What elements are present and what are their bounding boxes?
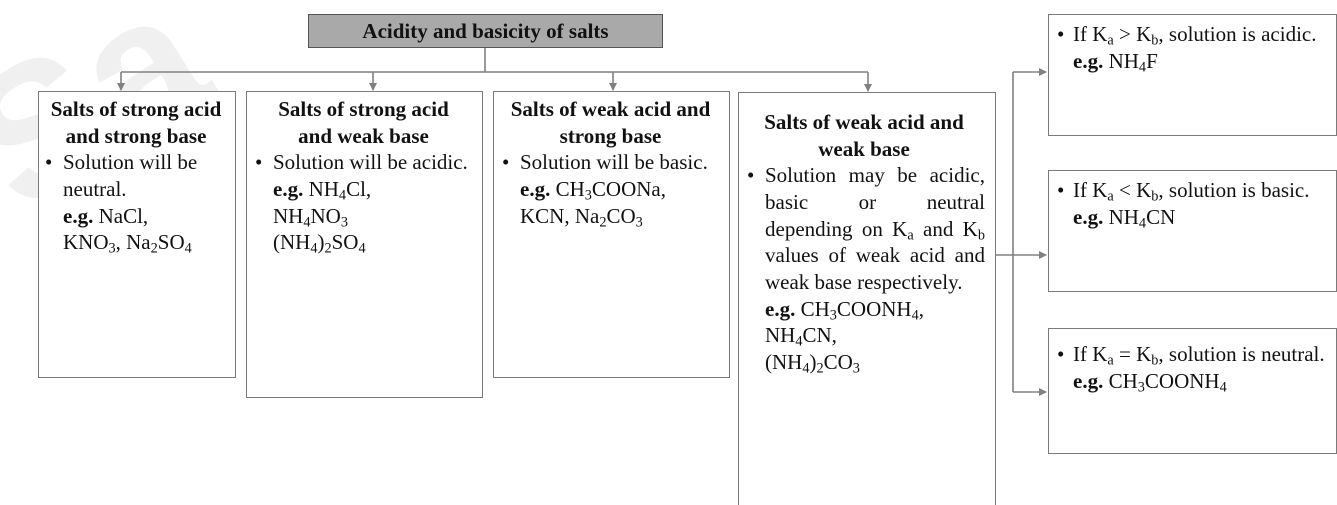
eg-label: e.g. — [765, 296, 796, 321]
example-formula: NH4Cl, — [308, 176, 372, 204]
category-box-weak-acid-strong-base: Salts of weak acid and strong base Solut… — [493, 91, 730, 378]
category-bullet: Solution will be basic. — [498, 149, 723, 176]
example-formula: CH3COONa, — [555, 176, 666, 204]
category-heading: Salts of weak acid and weak base — [764, 110, 964, 161]
condition-box-acidic: If Ka > Kb, solution is acidic. e.g. NH4… — [1048, 14, 1337, 136]
example-formula: NH4F — [1108, 48, 1158, 76]
category-box-strong-acid-weak-base: Salts of strong acid and weak base Solut… — [246, 91, 483, 398]
diagram-title: Acidity and basicity of salts — [308, 14, 663, 48]
category-heading: Salts of weak acid and strong base — [510, 97, 711, 148]
example-formula: NaCl, — [98, 203, 149, 228]
category-bullet: Solution may be acidic, basic or neutral… — [743, 162, 985, 295]
example-formula: NH4CN, — [765, 323, 837, 350]
category-box-weak-acid-weak-base: Salts of weak acid and weak base Solutio… — [738, 92, 996, 505]
condition-example: e.g. NH4CN — [1053, 204, 1332, 231]
category-examples: e.g. CH3COONa, KCN, Na2CO3 — [498, 176, 723, 229]
category-heading: Salts of strong acid and strong base — [50, 97, 222, 148]
condition-text: If Ka < Kb, solution is basic. — [1053, 177, 1332, 204]
condition-text: If Ka = Kb, solution is neutral. — [1053, 341, 1332, 368]
condition-example: e.g. CH3COONH4 — [1053, 368, 1332, 395]
eg-label: e.g. — [273, 176, 304, 201]
example-formula: NH4CN — [1108, 204, 1176, 232]
condition-box-basic: If Ka < Kb, solution is basic. e.g. NH4C… — [1048, 170, 1337, 292]
category-heading: Salts of strong acid and weak base — [278, 97, 449, 148]
category-examples: e.g. CH3COONH4, NH4CN, (NH4)2CO3 — [743, 296, 985, 376]
example-formula: (NH4)2SO4 — [273, 230, 366, 257]
category-box-strong-acid-strong-base: Salts of strong acid and strong base Sol… — [38, 91, 236, 378]
category-examples: e.g. NaCl, KNO3, Na2SO4 — [41, 203, 231, 256]
example-formula: KCN, Na2CO3 — [520, 203, 643, 231]
category-examples: e.g. NH4Cl, NH4NO3 (NH4)2SO4 — [251, 176, 476, 256]
eg-label: e.g. — [520, 176, 551, 201]
eg-label: e.g. — [1073, 368, 1104, 393]
example-formula: KNO3, Na2SO4 — [63, 230, 192, 257]
eg-label: e.g. — [1073, 48, 1104, 73]
example-formula: CH3COONH4 — [1108, 368, 1227, 396]
example-formula: CH3COONH4, — [800, 296, 924, 324]
condition-example: e.g. NH4F — [1053, 48, 1332, 75]
condition-text: If Ka > Kb, solution is acidic. — [1053, 21, 1332, 48]
condition-box-neutral: If Ka = Kb, solution is neutral. e.g. CH… — [1048, 328, 1337, 454]
category-bullet: Solution will be neutral. — [41, 149, 231, 202]
eg-label: e.g. — [1073, 204, 1104, 229]
category-bullet: Solution will be acidic. — [251, 149, 476, 176]
eg-label: e.g. — [63, 203, 94, 228]
example-formula: NH4NO3 — [273, 203, 348, 231]
example-formula: (NH4)2CO3 — [765, 349, 860, 377]
